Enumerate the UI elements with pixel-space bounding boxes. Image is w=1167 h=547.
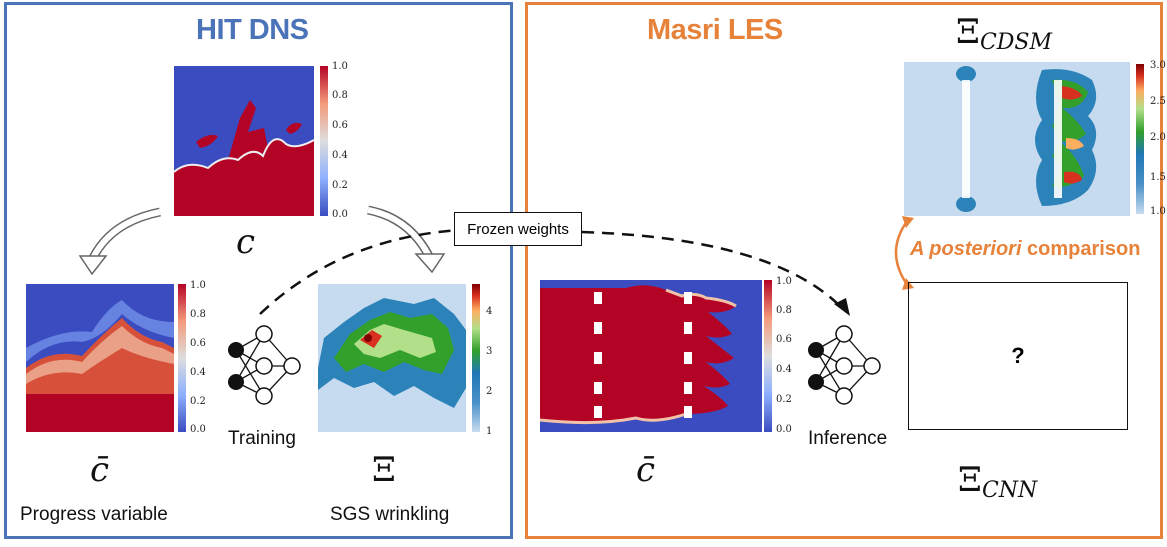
xi-cdsm-field-plot: 3.0 2.5 2.0 1.5 1.0 xyxy=(902,60,1166,220)
cbar-field-plot: 1.0 0.8 0.6 0.4 0.2 0.0 xyxy=(22,278,222,438)
neural-network-icon-inference xyxy=(808,325,881,405)
cbar-symbol-left: c̄ xyxy=(90,450,110,490)
xi-cnn-symbol: ΞCNN xyxy=(958,460,1038,503)
cbar-symbol-right: c̄ xyxy=(636,450,656,490)
progress-variable-label: Progress variable xyxy=(20,504,168,525)
frozen-weights-arrow xyxy=(259,228,850,316)
cbar-les-field-plot: 1.0 0.8 0.6 0.4 0.2 0.0 xyxy=(536,276,798,436)
xi-cnn-placeholder-box: ? xyxy=(908,282,1128,430)
training-label: Training xyxy=(228,428,296,449)
hit-dns-title: HIT DNS xyxy=(196,14,309,46)
c-colorbar xyxy=(320,66,328,216)
cbar-colorbar xyxy=(178,284,186,432)
c-field-plot: 1.0 0.8 0.6 0.4 0.2 0.0 xyxy=(168,60,356,220)
frozen-weights-label: Frozen weights xyxy=(454,212,582,246)
filter-arrows xyxy=(78,205,446,276)
xi-cdsm-symbol: ΞCDSM xyxy=(956,12,1053,55)
xi-colorbar xyxy=(472,284,480,432)
sgs-wrinkling-label: SGS wrinkling xyxy=(330,504,450,525)
masri-les-panel xyxy=(525,2,1163,539)
xi-symbol-left: Ξ xyxy=(372,450,396,490)
xi-field-plot: 4 3 2 1 xyxy=(314,278,504,438)
c-symbol: c xyxy=(236,222,256,262)
cdsm-colorbar xyxy=(1136,64,1144,214)
hit-dns-panel xyxy=(4,2,513,539)
cbar-les-colorbar xyxy=(764,280,772,432)
masri-les-title: Masri LES xyxy=(647,14,783,46)
inference-label: Inference xyxy=(808,428,888,449)
neural-network-icon-training xyxy=(228,325,301,405)
a-posteriori-comparison-label: A posteriori comparison xyxy=(910,238,1141,260)
